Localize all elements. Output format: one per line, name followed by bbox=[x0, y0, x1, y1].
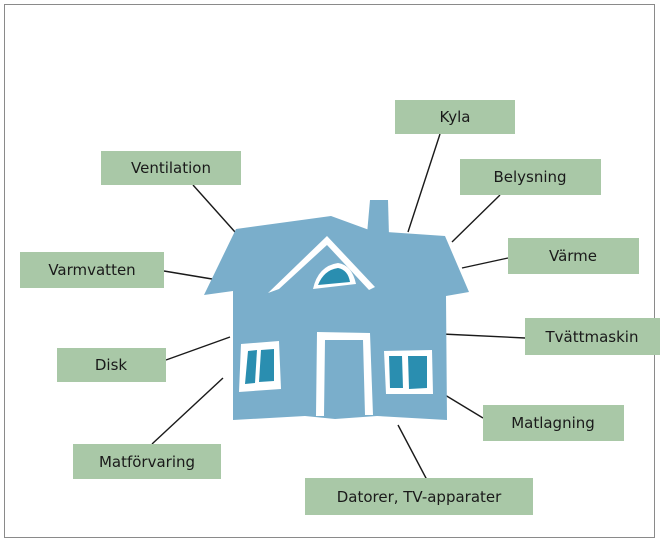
label-tvattmaskin: Tvättmaskin bbox=[525, 318, 660, 355]
connector-varme bbox=[461, 257, 509, 269]
door-frame bbox=[316, 332, 373, 416]
label-ventilation: Ventilation bbox=[101, 151, 241, 185]
connector-varmvatten bbox=[163, 270, 213, 280]
label-datorer-text: Datorer, TV-apparater bbox=[337, 488, 502, 506]
label-varme-text: Värme bbox=[549, 247, 597, 265]
label-datorer: Datorer, TV-apparater bbox=[305, 478, 533, 515]
right-window-glass-left bbox=[389, 356, 403, 388]
label-matforvaring-text: Matförvaring bbox=[99, 453, 195, 471]
connector-belysning bbox=[451, 194, 501, 243]
connector-tvattmaskin bbox=[441, 333, 526, 339]
connector-kyla bbox=[407, 133, 441, 233]
label-kyla: Kyla bbox=[395, 100, 515, 134]
label-matlagning-text: Matlagning bbox=[511, 414, 595, 432]
connector-lines bbox=[151, 133, 526, 481]
label-disk-text: Disk bbox=[95, 356, 128, 374]
diagram-frame bbox=[4, 4, 655, 538]
label-ventilation-text: Ventilation bbox=[131, 159, 211, 177]
label-belysning-text: Belysning bbox=[493, 168, 566, 186]
chimney bbox=[367, 200, 389, 236]
label-varmvatten: Varmvatten bbox=[20, 252, 164, 288]
right-window-glass-right bbox=[408, 356, 427, 389]
connector-matlagning bbox=[444, 394, 484, 419]
label-kyla-text: Kyla bbox=[440, 108, 471, 126]
label-varme: Värme bbox=[508, 238, 639, 274]
gable-window-frame bbox=[268, 236, 375, 293]
label-disk: Disk bbox=[57, 348, 166, 382]
gable-window-glass bbox=[318, 268, 350, 285]
connector-ventilation bbox=[192, 184, 236, 233]
left-window-glass-right bbox=[259, 349, 274, 382]
left-window-glass-left bbox=[245, 350, 257, 384]
connector-matforvaring bbox=[151, 377, 224, 445]
connector-datorer bbox=[397, 424, 428, 481]
label-belysning: Belysning bbox=[460, 159, 601, 195]
label-matlagning: Matlagning bbox=[483, 405, 624, 441]
label-varmvatten-text: Varmvatten bbox=[48, 261, 135, 279]
label-tvattmaskin-text: Tvättmaskin bbox=[545, 328, 639, 346]
label-matforvaring: Matförvaring bbox=[73, 444, 221, 479]
house-roof bbox=[204, 216, 469, 307]
connector-disk bbox=[165, 336, 231, 361]
house-illustration bbox=[204, 200, 469, 420]
